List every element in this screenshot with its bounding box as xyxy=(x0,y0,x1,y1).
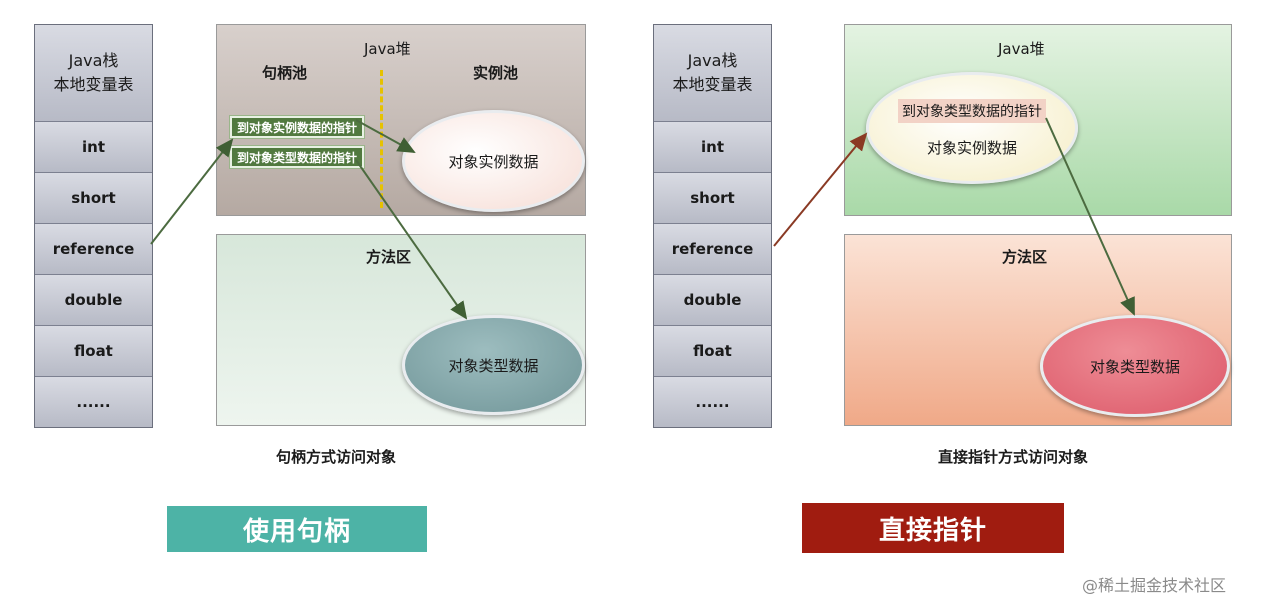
right-instance-data-ellipse: 到对象类型数据的指针 对象实例数据 xyxy=(866,72,1078,184)
arrow-handle-to-type xyxy=(355,159,468,320)
left-stack-reference: reference xyxy=(35,224,152,275)
right-stack-title: Java栈 xyxy=(687,51,738,70)
arrow-reference-to-handle xyxy=(150,138,234,245)
right-stack-int: int xyxy=(654,122,771,173)
left-stack-double: double xyxy=(35,275,152,326)
right-stack-short: short xyxy=(654,173,771,224)
left-stack-float: float xyxy=(35,326,152,377)
right-heap-title: Java堆 xyxy=(998,40,1045,58)
right-stack-reference: reference xyxy=(654,224,771,275)
badge-use-handle: 使用句柄 xyxy=(167,506,427,552)
arrow-object-to-type xyxy=(1045,117,1135,316)
handle-pool-label: 句柄池 xyxy=(262,64,308,82)
left-heap-title: Java堆 xyxy=(364,40,411,58)
right-method-area-title: 方法区 xyxy=(1002,248,1048,266)
left-stack-ellipsis: ...... xyxy=(35,377,152,427)
arrow-reference-to-object xyxy=(773,132,868,247)
badge-direct-pointer: 直接指针 xyxy=(802,503,1064,553)
right-stack-float: float xyxy=(654,326,771,377)
left-stack-title: Java栈 xyxy=(68,51,119,70)
right-instance-data-label: 对象实例数据 xyxy=(926,138,1017,157)
right-type-data-ellipse: 对象类型数据 xyxy=(1040,315,1230,417)
pool-divider xyxy=(380,70,383,208)
watermark: @稀土掘金技术社区 xyxy=(1082,576,1227,595)
instance-pool-label: 实例池 xyxy=(473,64,519,82)
right-java-stack: Java栈 本地变量表 int short reference double f… xyxy=(653,24,772,428)
left-method-area-title: 方法区 xyxy=(366,248,412,266)
handle-ptr-type: 到对象类型数据的指针 xyxy=(230,146,365,168)
arrow-handle-to-instance xyxy=(355,119,416,153)
right-caption: 直接指针方式访问对象 xyxy=(938,448,1089,466)
right-stack-ellipsis: ...... xyxy=(654,377,771,427)
right-stack-header: Java栈 本地变量表 xyxy=(654,25,771,122)
left-instance-data-ellipse: 对象实例数据 xyxy=(402,110,585,212)
right-type-pointer-label: 到对象类型数据的指针 xyxy=(898,98,1046,123)
right-stack-double: double xyxy=(654,275,771,326)
right-stack-subtitle: 本地变量表 xyxy=(672,75,753,94)
left-stack-subtitle: 本地变量表 xyxy=(53,75,134,94)
left-stack-int: int xyxy=(35,122,152,173)
left-stack-short: short xyxy=(35,173,152,224)
handle-ptr-instance: 到对象实例数据的指针 xyxy=(230,116,365,138)
left-stack-header: Java栈 本地变量表 xyxy=(35,25,152,122)
left-java-stack: Java栈 本地变量表 int short reference double f… xyxy=(34,24,153,428)
left-type-data-ellipse: 对象类型数据 xyxy=(402,315,585,415)
left-caption: 句柄方式访问对象 xyxy=(276,448,397,466)
